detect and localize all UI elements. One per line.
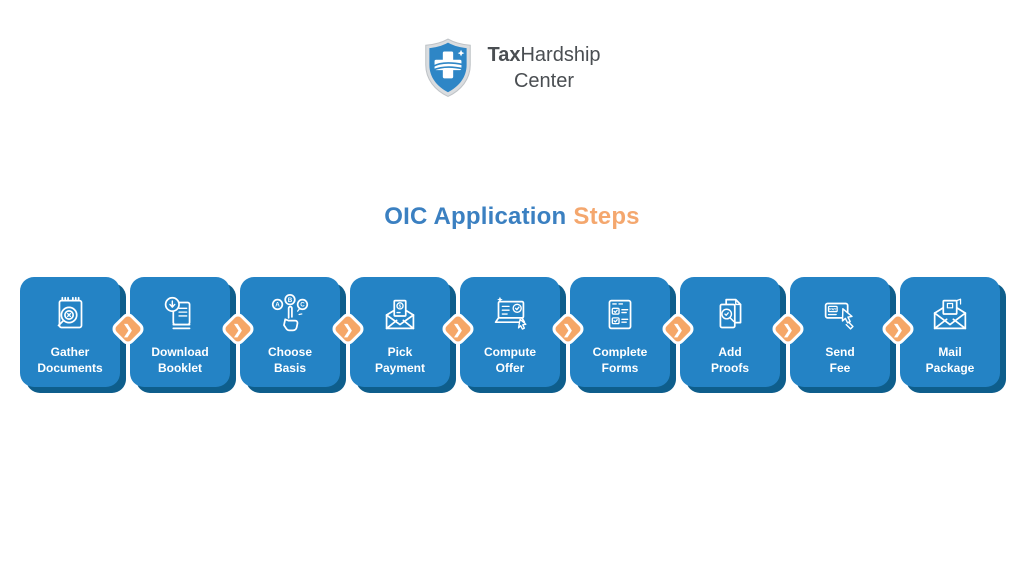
svg-text:$: $ <box>399 304 402 309</box>
logo-line2: Center <box>513 70 575 92</box>
choose-option-hand-icon: A B C <box>267 288 313 342</box>
search-document-icon <box>47 288 93 342</box>
brand-logo: TaxHardship Center <box>0 38 1024 98</box>
title-part1: OIC Application <box>384 203 567 230</box>
pay-card-cursor-icon: PAY <box>817 288 863 342</box>
svg-text:PAY: PAY <box>829 307 837 311</box>
svg-text:B: B <box>288 297 293 304</box>
logo-line1: TaxHardship <box>487 42 600 68</box>
mail-package-icon <box>927 288 973 342</box>
payment-envelope-icon: $ <box>377 288 423 342</box>
computer-checklist-icon <box>487 288 533 342</box>
download-booklet-icon <box>157 288 203 342</box>
svg-text:C: C <box>300 302 305 309</box>
logo-brand-rest: Hardship <box>520 44 601 66</box>
title-part2: Steps <box>573 203 640 230</box>
documents-magnifier-icon <box>707 288 753 342</box>
logo-text: TaxHardship Center <box>487 42 600 94</box>
shield-medical-cross-icon <box>423 38 473 98</box>
svg-text:A: A <box>275 302 280 309</box>
logo-brand-bold: Tax <box>487 44 521 66</box>
forms-checklist-icon <box>597 288 643 342</box>
